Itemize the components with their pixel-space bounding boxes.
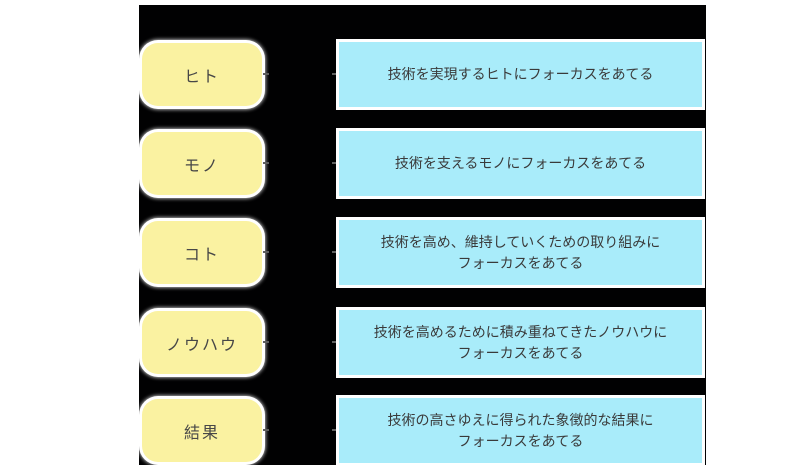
connector-right-tick — [332, 73, 338, 75]
category-label: 結果 — [183, 424, 220, 442]
diagram-row-kekka: 結果 技術の高さゆえに得られた象徴的な結果に フォーカスをあてる — [0, 398, 800, 464]
diagram-row-knowhow: ノウハウ 技術を高めるために積み重ねてきたノウハウに フォーカスをあてる — [0, 310, 800, 376]
description-text: 技術を支えるモノにフォーカスをあてる — [394, 155, 647, 171]
category-box-knowhow: ノウハウ — [142, 311, 262, 374]
connector-right-tick — [332, 429, 338, 431]
category-label: ヒト — [183, 68, 220, 86]
description-box-koto: 技術を高め、維持していくための取り組みに フォーカスをあてる — [339, 220, 702, 285]
category-label: ノウハウ — [165, 336, 238, 354]
description-text: 技術を実現するヒトにフォーカスをあてる — [387, 66, 654, 82]
diagram-row-koto: コト 技術を高め、維持していくための取り組みに フォーカスをあてる — [0, 220, 800, 286]
category-box-koto: コト — [142, 221, 262, 284]
diagram-row-hito: ヒト 技術を実現するヒトにフォーカスをあてる — [0, 42, 800, 108]
connector-left-tick — [263, 429, 269, 431]
description-box-kekka: 技術の高さゆえに得られた象徴的な結果に フォーカスをあてる — [339, 398, 702, 463]
description-box-hito: 技術を実現するヒトにフォーカスをあてる — [339, 42, 702, 107]
description-text: 技術の高さゆえに得られた象徴的な結果に フォーカスをあてる — [387, 411, 654, 449]
diagram-row-mono: モノ 技術を支えるモノにフォーカスをあてる — [0, 131, 800, 197]
category-box-mono: モノ — [142, 132, 262, 195]
description-text: 技術を高めるために積み重ねてきたノウハウに フォーカスをあてる — [373, 323, 668, 361]
connector-right-tick — [332, 341, 338, 343]
connector-left-tick — [263, 341, 269, 343]
connector-left-tick — [263, 251, 269, 253]
description-box-knowhow: 技術を高めるために積み重ねてきたノウハウに フォーカスをあてる — [339, 310, 702, 375]
connector-left-tick — [263, 73, 269, 75]
category-box-kekka: 結果 — [142, 399, 262, 462]
category-label: コト — [183, 246, 220, 264]
category-label: モノ — [183, 157, 220, 175]
connector-left-tick — [263, 162, 269, 164]
description-text: 技術を高め、維持していくための取り組みに フォーカスをあてる — [380, 233, 661, 271]
description-box-mono: 技術を支えるモノにフォーカスをあてる — [339, 131, 702, 196]
connector-right-tick — [332, 162, 338, 164]
category-box-hito: ヒト — [142, 43, 262, 106]
connector-right-tick — [332, 251, 338, 253]
